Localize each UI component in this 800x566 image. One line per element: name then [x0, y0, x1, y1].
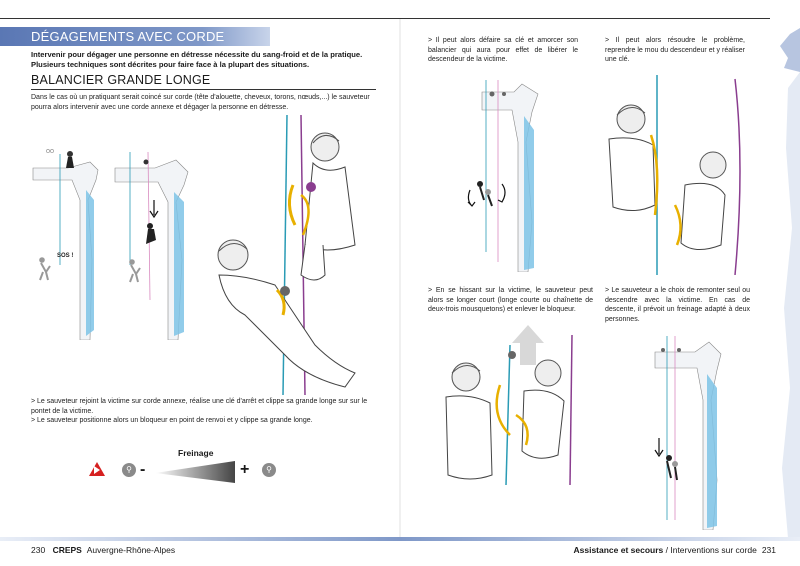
page-number-left: 230 [31, 545, 46, 555]
abseil-single-icon: ⚲ [122, 463, 136, 477]
tree-icon [780, 28, 800, 72]
right-page: > Il peut alors défaire sa clé et amorce… [400, 0, 800, 566]
footer-section: Assistance et secours [573, 545, 664, 555]
caption-4: > Le sauveteur a le choix de remonter se… [605, 287, 750, 323]
decorative-cliff [772, 28, 800, 538]
illustration-rescuer-key [595, 75, 755, 275]
top-rule [0, 18, 400, 19]
subtitle-rule [31, 89, 376, 90]
caption-2: > Il peut alors résoudre le problème, re… [605, 37, 745, 64]
page-gutter [399, 18, 401, 538]
footer-region: Auvergne-Rhône-Alpes [86, 545, 176, 555]
step-text-2: > Le sauveteur positionne alors un bloqu… [31, 417, 313, 424]
arrow-up-icon [512, 325, 544, 365]
schema-balancier [462, 72, 552, 272]
footer-bar-left [0, 537, 400, 541]
schema-rescuer-descends [110, 140, 195, 340]
intro-text: Intervenir pour dégager une personne en … [31, 50, 363, 69]
left-page: DÉGAGEMENTS AVEC CORDE ANNEXE Intervenir… [0, 18, 400, 555]
footer-left: 230 CREPS Auvergne-Rhône-Alpes [31, 545, 175, 555]
description-text: Dans le cas où un pratiquant serait coin… [31, 94, 370, 111]
warning-icon [88, 461, 106, 477]
schema-victim-stuck [28, 140, 106, 340]
schema-descent [645, 330, 735, 530]
footer-right: Assistance et secours / Interventions su… [573, 545, 776, 555]
legend-minus: - [140, 461, 146, 478]
subtitle: BALANCIER GRANDE LONGE [31, 73, 211, 87]
footer-brand: CREPS [52, 545, 82, 555]
top-rule-right [400, 18, 770, 19]
sos-label: SOS ! [57, 253, 74, 259]
step-text-1: > Le sauveteur rejoint la victime sur co… [31, 398, 368, 415]
abseil-double-icon: ⚲ [262, 463, 276, 477]
legend-plus: + [240, 461, 250, 478]
caption-3: > En se hissant sur la victime, le sauve… [428, 287, 593, 314]
braking-gradient [155, 461, 235, 483]
illustration-rescuer-hoists [440, 325, 590, 485]
section-title: DÉGAGEMENTS AVEC CORDE ANNEXE [0, 27, 270, 63]
illustration-rescuer-on-victim [205, 115, 375, 395]
footer-chapter: / Interventions sur corde [663, 545, 757, 555]
page-number-right: 231 [761, 545, 776, 555]
legend-label: Freinage [178, 448, 214, 458]
footer-bar-right [400, 537, 800, 541]
caption-1: > Il peut alors défaire sa clé et amorce… [428, 37, 578, 64]
